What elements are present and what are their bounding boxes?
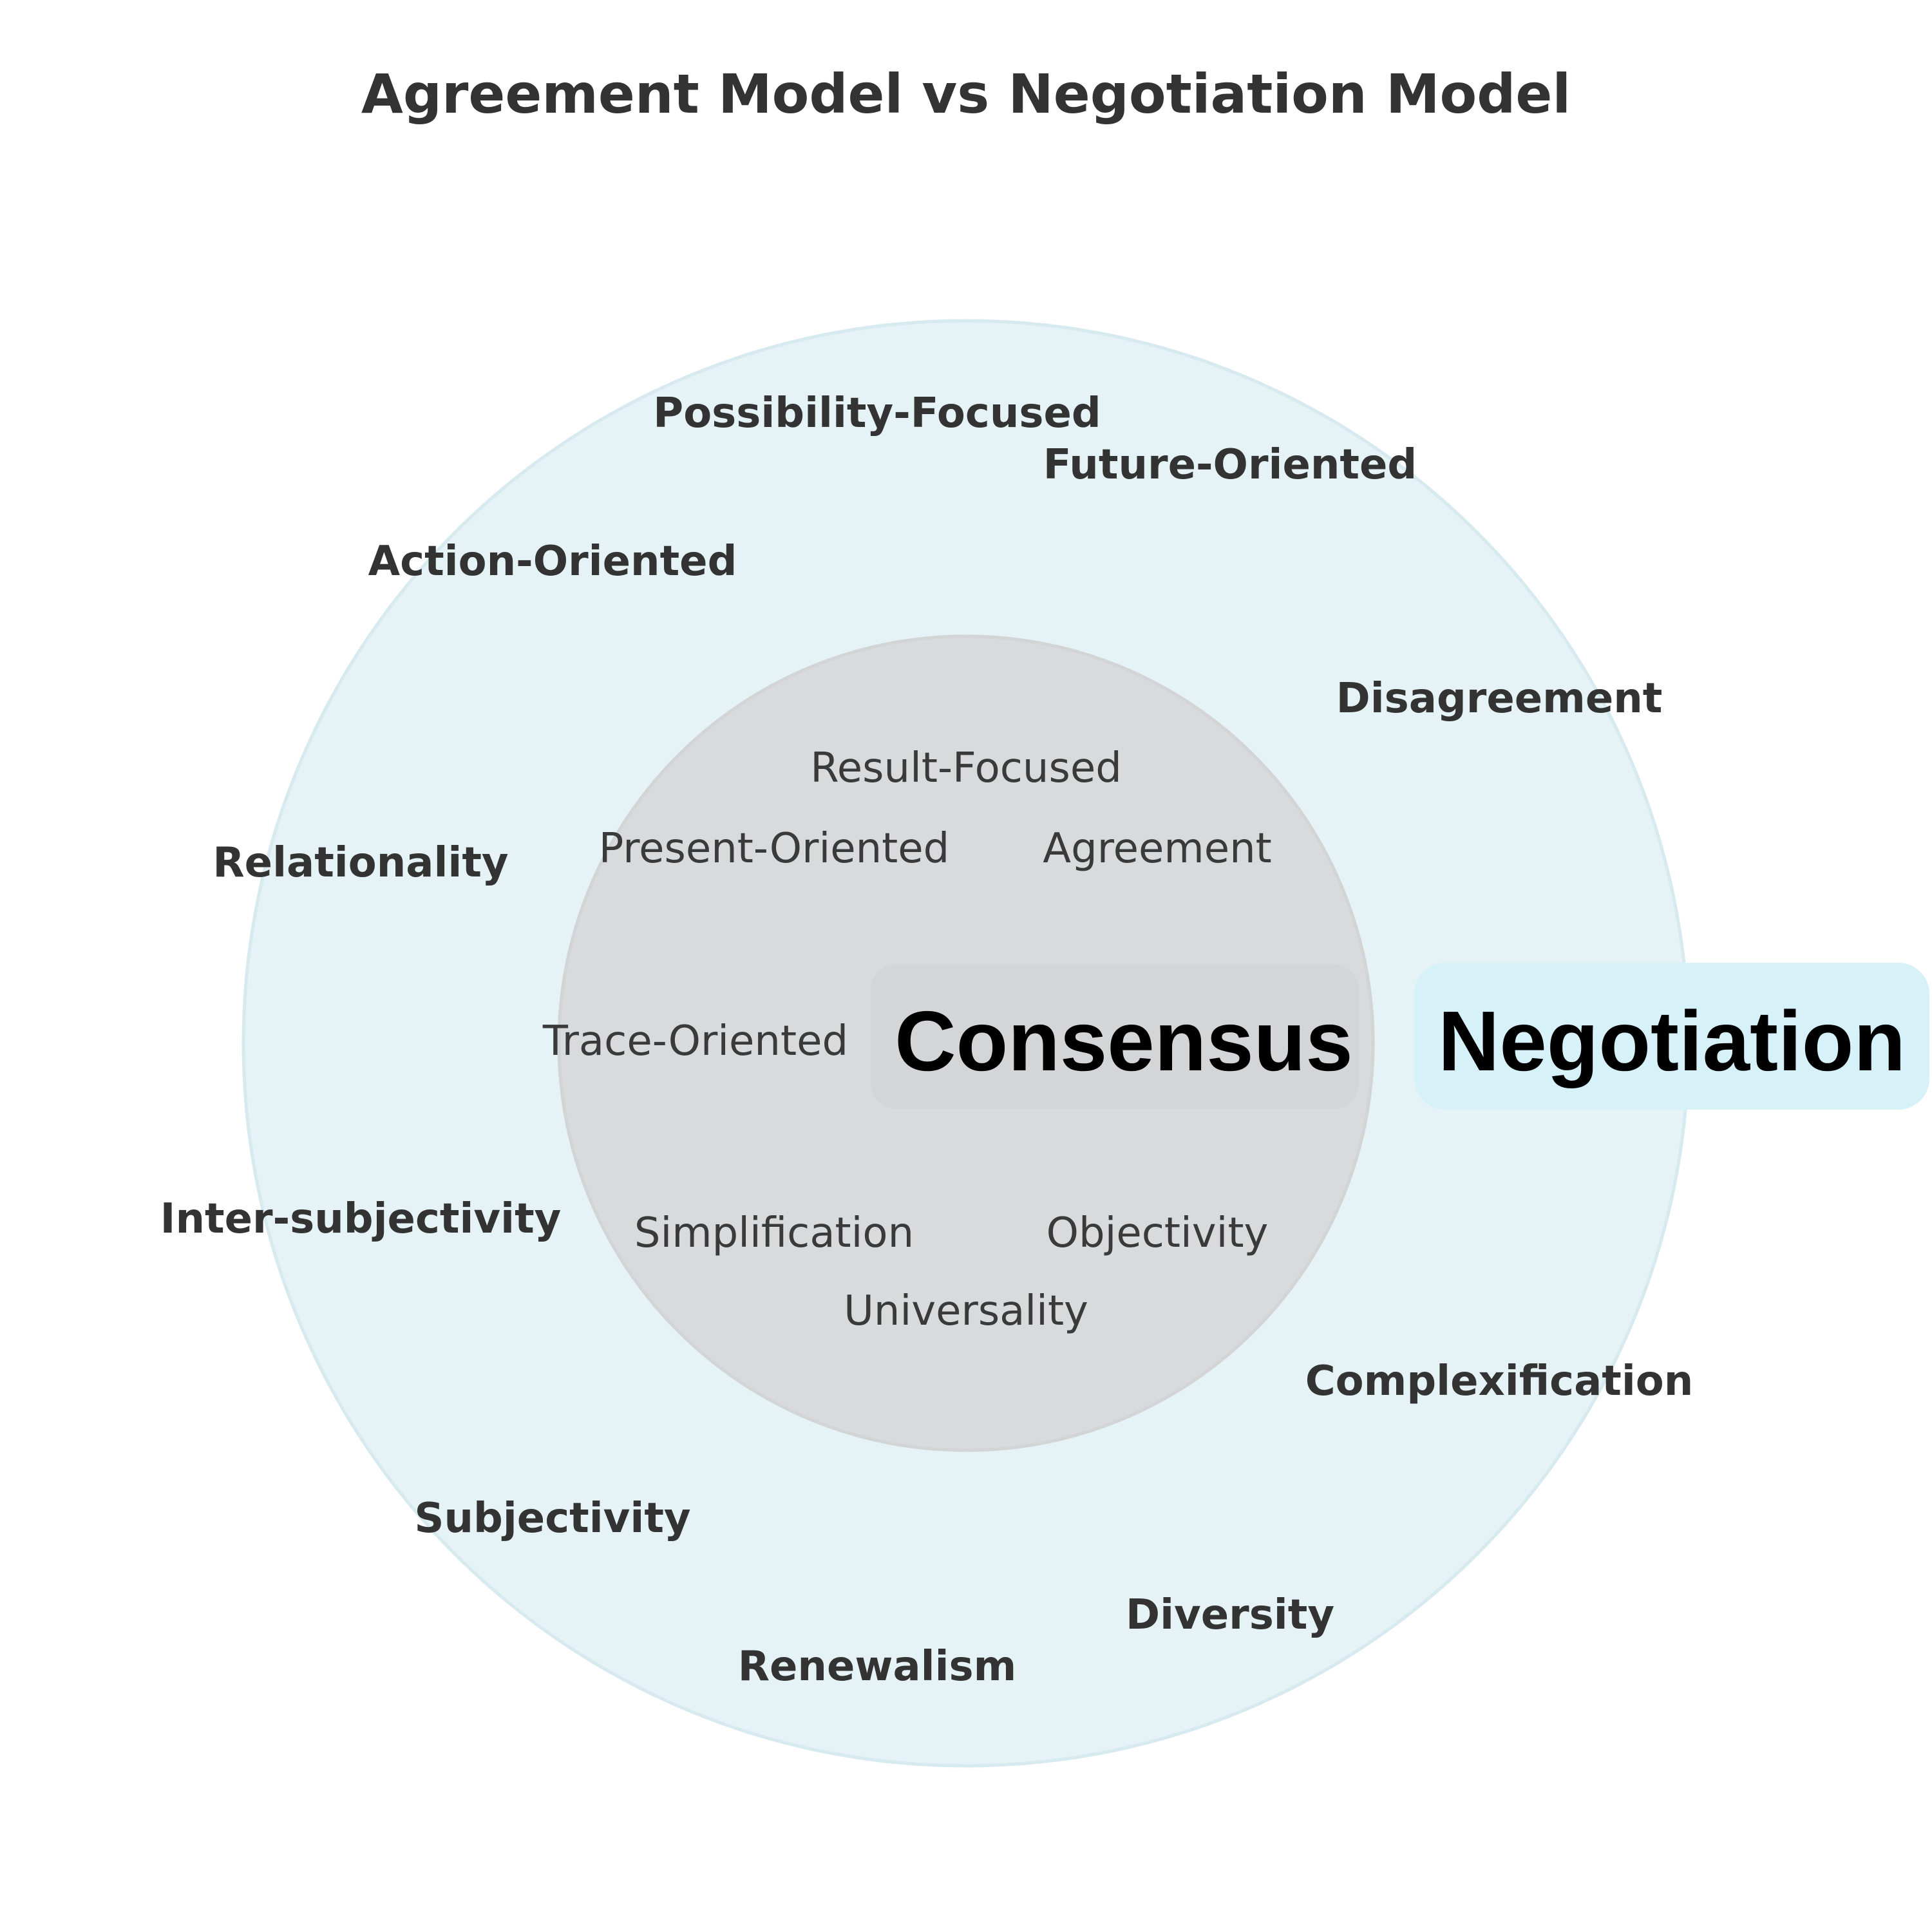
term-renewalism: Renewalism (738, 1643, 1017, 1690)
consensus-label-box (871, 964, 1359, 1109)
term-disagreement: Disagreement (1336, 675, 1663, 723)
term-subjectivity: Subjectivity (414, 1495, 690, 1542)
term-future-oriented: Future-Oriented (1043, 441, 1417, 489)
term-diversity: Diversity (1126, 1591, 1334, 1639)
term-action-oriented: Action-Oriented (368, 538, 737, 585)
consensus-label: Consensus (895, 994, 1353, 1088)
diagram-title: Agreement Model vs Negotiation Model (361, 62, 1571, 126)
term-objectivity: Objectivity (1046, 1209, 1269, 1257)
negotiation-label: Negotiation (1438, 994, 1906, 1088)
term-simplification: Simplification (634, 1209, 914, 1257)
term-present-oriented: Present-Oriented (599, 825, 950, 873)
term-result-focused: Result-Focused (810, 744, 1122, 792)
negotiation-label-box (1414, 963, 1929, 1110)
term-relationality: Relationality (213, 839, 508, 887)
term-agreement: Agreement (1043, 825, 1271, 873)
term-trace-oriented: Trace-Oriented (542, 1018, 848, 1065)
term-universality: Universality (844, 1287, 1088, 1335)
term-possibility-focused: Possibility-Focused (653, 390, 1101, 437)
term-complexification: Complexification (1305, 1358, 1694, 1405)
term-inter-subjectivity: Inter-subjectivity (160, 1195, 562, 1243)
